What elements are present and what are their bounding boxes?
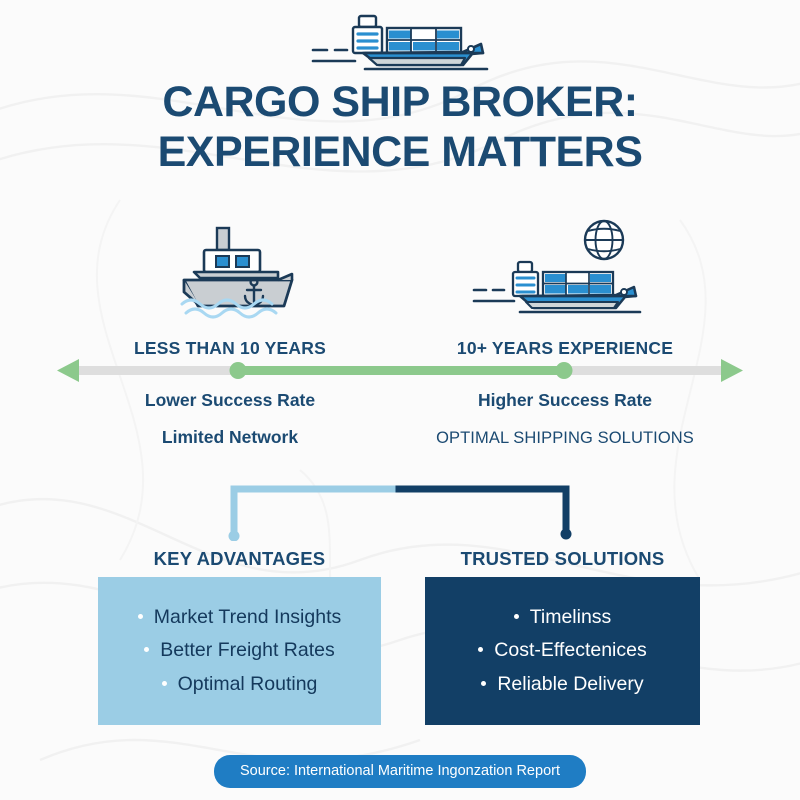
container-ship-icon xyxy=(311,14,489,71)
bullet-dot-placeholder xyxy=(513,613,519,619)
right-point-2: OPTIMAL SHIPPING SOLUTIONS xyxy=(436,429,694,447)
list-item-label: Market Trend Insights xyxy=(153,605,342,628)
heading-key-advantages: KEY ADVANTAGES xyxy=(153,548,326,569)
label-10-plus-years: 10+ YEARS EXPERIENCE xyxy=(456,338,674,358)
list-item: Cost-Effectenices xyxy=(439,641,686,661)
panel-key-advantages: Market Trend Insights Better Freight Rat… xyxy=(98,577,381,725)
page-title: CARGO SHIP BROKER: EXPERIENCE MATTERS xyxy=(0,78,800,178)
list-item: Market Trend Insights xyxy=(112,605,367,628)
source-badge: Source: International Maritime Ingonzati… xyxy=(214,755,586,788)
bullet-dot xyxy=(481,680,487,686)
list-item-label: Better Freight Rates xyxy=(160,639,335,662)
timeline-arrow-left xyxy=(57,359,79,382)
timeline-node-left xyxy=(229,362,247,379)
list-item-label: Reliable Delivery xyxy=(497,672,644,695)
list-item-label: Timelinss xyxy=(529,605,612,628)
list-item: Timelinss xyxy=(439,605,686,628)
label-less-than-10-years: LESS THAN 10 YEARS xyxy=(134,338,326,358)
timeline-node-right xyxy=(555,362,573,379)
right-point-1: Higher Success Rate xyxy=(477,390,653,410)
bracket-node-right xyxy=(560,528,572,540)
panel-trusted-solutions: Timelinss Cost-Effectenices Reliable Del… xyxy=(425,577,700,725)
bullet-dot xyxy=(137,613,143,619)
bullet-dot-placeholder xyxy=(161,680,167,686)
title-line-1: CARGO SHIP BROKER: xyxy=(162,78,638,126)
list-item: Better Freight Rates xyxy=(112,641,367,661)
list-item: Reliable Delivery xyxy=(439,672,686,695)
list-item-label: Optimal Routing xyxy=(177,672,318,695)
left-point-2: Limited Network xyxy=(161,427,299,447)
bracket-connector xyxy=(228,485,572,541)
bullet-dot xyxy=(478,647,484,653)
title-line-2: EXPERIENCE MATTERS xyxy=(157,127,643,176)
experience-timeline xyxy=(57,359,743,382)
list-item-label: Cost-Effectenices xyxy=(494,639,647,662)
timeline-arrow-right xyxy=(721,359,743,382)
heading-trusted-solutions: TRUSTED SOLUTIONS xyxy=(460,548,665,569)
bracket-node-left xyxy=(228,530,240,541)
left-point-1: Lower Success Rate xyxy=(144,390,316,410)
bullet-dot xyxy=(144,647,150,653)
container-ship-globe-icon xyxy=(472,219,642,314)
old-boat-anchor-icon xyxy=(180,226,294,319)
list-item: Optimal Routing xyxy=(112,672,367,695)
